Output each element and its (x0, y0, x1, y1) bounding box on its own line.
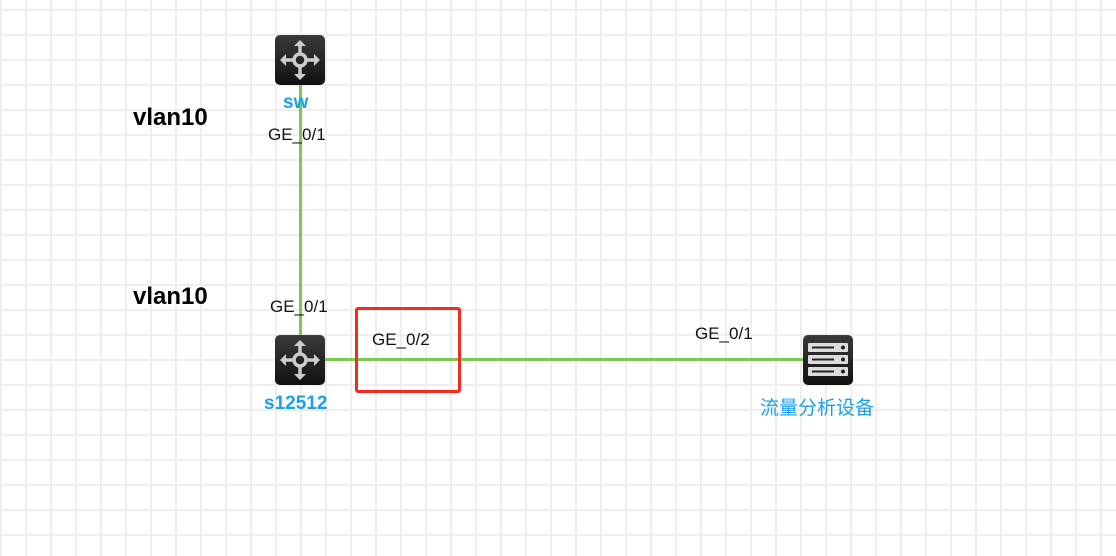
device-s12512[interactable] (275, 335, 325, 385)
device-label-sw: sw (283, 92, 309, 113)
device-label-s12512: s12512 (264, 393, 328, 414)
switch-icon (280, 340, 320, 380)
device-label-analyzer: 流量分析设备 (760, 397, 875, 419)
device-sw[interactable] (275, 35, 325, 85)
highlight-box (355, 307, 461, 393)
switch-icon (280, 40, 320, 80)
link-sw-s12512[interactable] (299, 84, 302, 360)
server-icon (808, 343, 848, 376)
port-label: GE_0/2 (372, 330, 430, 349)
port-label: GE_0/1 (270, 297, 328, 316)
device-analyzer[interactable] (803, 335, 853, 385)
vlan-label: vlan10 (133, 104, 208, 131)
port-label: GE_0/1 (268, 125, 326, 144)
link-s12512-analyzer[interactable] (325, 358, 805, 361)
port-label: GE_0/1 (695, 324, 753, 343)
vlan-label: vlan10 (133, 283, 208, 310)
